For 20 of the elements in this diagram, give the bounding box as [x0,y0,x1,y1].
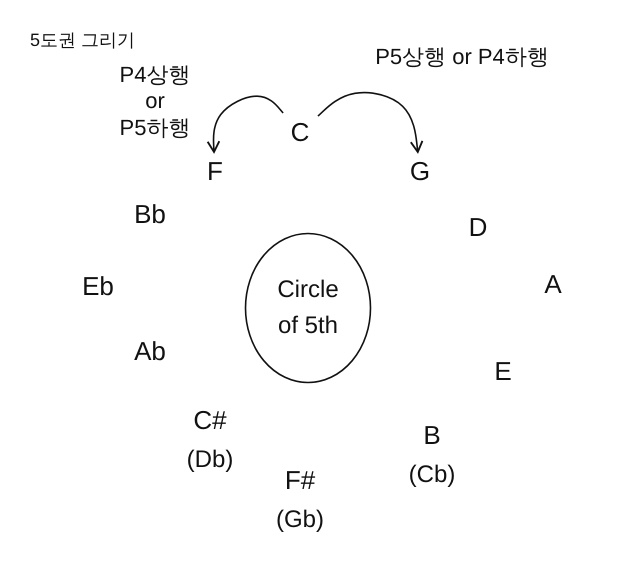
key-name: E [494,357,512,387]
circle-node [244,232,372,384]
enharmonic-name: (Db) [186,446,234,474]
key-name: F# [284,466,316,496]
arrow [206,95,284,153]
circle-label: Circle of 5th [276,275,340,341]
key-name: C [290,118,310,148]
enharmonic-name: (Cb) [408,461,456,489]
enharmonic-name: (Gb) [276,506,324,534]
key-name: D [468,213,488,243]
title: 5도권 그리기 [30,29,136,52]
key-name: Bb [134,200,166,230]
key-name: Ab [134,337,166,367]
key-name: C# [193,406,227,436]
key-name: F [207,157,223,187]
arrow [317,92,424,153]
key-name: A [544,270,562,300]
key-name: G [410,157,430,187]
key-name: B [423,421,441,452]
key-name: Eb [82,272,114,302]
